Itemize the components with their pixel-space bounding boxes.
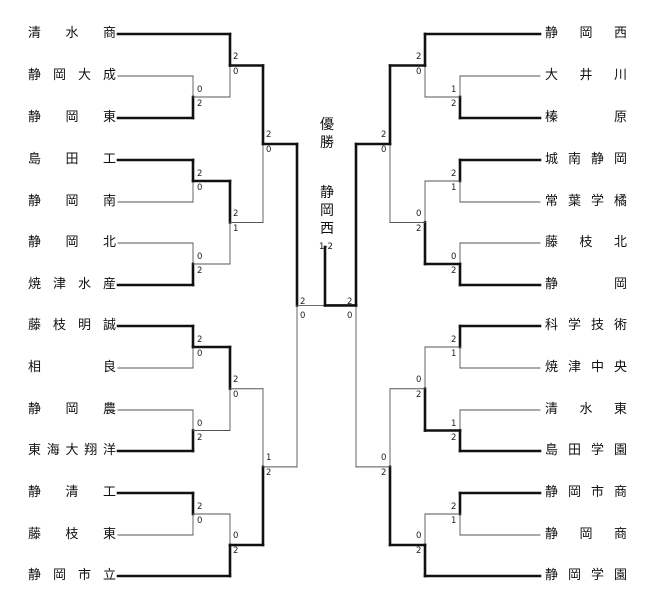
right-r2-score-bottom: 2 [416,389,422,400]
left-r4-score-bottom: 0 [300,311,306,322]
right-r3-score-bottom: 0 [381,145,387,155]
left-r1-score-top: 2 [197,335,203,345]
right-r1-score-top: 0 [451,252,457,262]
left-r3-score-top: 1 [266,452,272,463]
right-team-5: 常葉学橘 [545,194,627,209]
right-r1-score-bottom: 1 [451,183,457,193]
right-r3-score-top: 2 [381,130,387,140]
left-r3-score-bottom: 2 [266,467,272,478]
left-r2-score-bottom: 1 [233,223,239,234]
right-r1-score-top: 1 [451,418,457,429]
left-team-12: 静清工 [28,485,116,500]
left-team-10: 静岡農 [28,402,116,417]
champion-team: 静 岡 西 [316,184,338,238]
left-team-7: 焼津水産 [28,277,116,292]
right-team-10: 清水東 [545,402,627,417]
left-r2-score-bottom: 0 [233,66,239,77]
left-team-4: 島田工 [28,152,116,167]
champion-heading-char-2: 勝 [320,135,334,151]
left-r4-score-top: 2 [300,297,306,308]
right-r4-score-bottom: 0 [347,311,353,322]
left-team-9: 相良 [28,360,116,375]
right-r1-score-top: 2 [451,169,457,179]
left-r1-score-bottom: 0 [197,349,203,359]
right-team-6: 藤枝北 [545,235,627,250]
left-r2-score-bottom: 0 [233,389,239,400]
left-team-1: 清水商 [28,26,116,41]
right-r1-score-bottom: 1 [451,349,457,359]
right-r1-score-top: 2 [451,335,457,345]
right-team-9: 焼津中央 [545,360,627,375]
left-r1-score-bottom: 0 [197,516,203,526]
right-team-7: 静岡 [545,277,627,292]
left-team-5: 静岡南 [28,194,116,209]
champion-heading: 優 勝 [316,116,338,152]
left-r1-score-top: 2 [197,169,203,179]
left-team-13: 藤枝東 [28,527,116,542]
champion-final-score: 1-2 [319,242,333,252]
right-r1-score-bottom: 2 [451,99,457,109]
champion-team-char-2: 岡 [320,203,334,219]
left-r3-score-bottom: 0 [266,145,272,155]
left-team-14: 静岡市立 [28,568,116,583]
left-team-11: 東海大翔洋 [28,443,116,458]
right-r2-score-bottom: 2 [416,546,422,556]
left-r1-score-top: 0 [197,252,203,262]
left-r3-score-top: 2 [266,130,272,140]
left-r2-score-bottom: 2 [233,546,239,556]
left-r1-score-bottom: 2 [197,432,203,443]
right-r1-score-top: 2 [451,502,457,512]
right-r4-score-top: 2 [347,297,353,308]
right-r2-score-top: 2 [416,51,422,62]
right-r2-score-top: 0 [416,531,422,541]
right-r1-score-top: 1 [451,85,457,95]
left-team-6: 静岡北 [28,235,116,250]
left-team-2: 静岡大成 [28,68,116,83]
left-team-3: 静岡東 [28,110,116,125]
right-team-12: 静岡市商 [545,485,627,500]
right-r2-score-bottom: 0 [416,66,422,77]
right-team-2: 大井川 [545,68,627,83]
right-r1-score-bottom: 2 [451,432,457,443]
left-r2-score-top: 2 [233,208,239,219]
left-r1-score-top: 0 [197,418,203,429]
left-r2-score-top: 2 [233,51,239,62]
right-r2-score-top: 0 [416,374,422,385]
left-r2-score-top: 2 [233,374,239,385]
champion-team-char-3: 西 [320,221,334,237]
left-r1-score-top: 2 [197,502,203,512]
right-team-14: 静岡学園 [545,568,627,583]
right-r2-score-bottom: 2 [416,223,422,234]
right-r2-score-top: 0 [416,208,422,219]
right-team-11: 島田学園 [545,443,627,458]
right-team-13: 静岡商 [545,527,627,542]
right-team-4: 城南静岡 [545,152,627,167]
right-r3-score-bottom: 2 [381,467,387,478]
left-r1-score-bottom: 0 [197,183,203,193]
champion-team-char-1: 静 [320,185,334,201]
right-r1-score-bottom: 2 [451,266,457,276]
right-r1-score-bottom: 1 [451,516,457,526]
left-team-8: 藤枝明誠 [28,318,116,333]
right-team-3: 榛原 [545,110,627,125]
left-r1-score-bottom: 2 [197,266,203,276]
right-team-8: 科学技術 [545,318,627,333]
left-r1-score-bottom: 2 [197,99,203,109]
right-r3-score-top: 0 [381,452,387,463]
champion-heading-char-1: 優 [320,117,334,133]
right-team-1: 静岡西 [545,26,627,41]
left-r1-score-top: 0 [197,85,203,95]
left-r2-score-top: 0 [233,531,239,541]
